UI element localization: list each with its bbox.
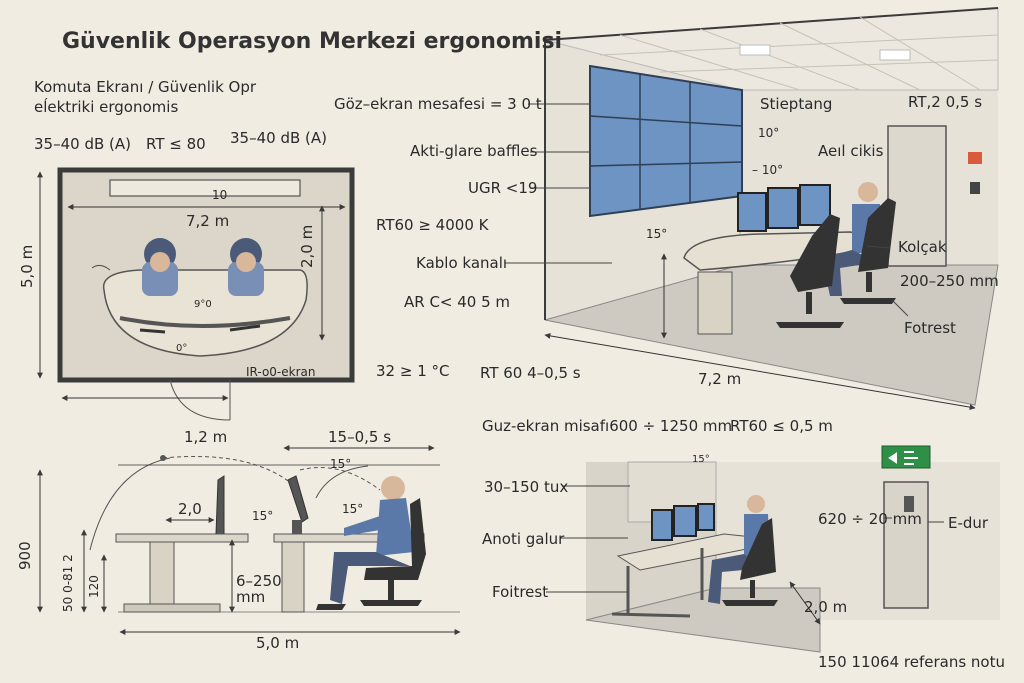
label-ugr: UGR <19: [468, 179, 538, 197]
elevation-top-dim: 15–0,5 s: [328, 428, 392, 446]
plan-door-swing: [169, 379, 231, 421]
label-armrest-dim: 200–250 mm: [900, 272, 999, 290]
plan-bottom-dim: 1,2 m: [184, 428, 228, 446]
label-armrest: Kolçak: [898, 238, 947, 256]
floor-plan: [37, 167, 355, 421]
plan-screen-label: IR-o0-ekran: [246, 365, 316, 379]
plan-rt-left: RT ≤ 80: [146, 135, 206, 153]
small-room-door-dim: 620 ÷ 20 mm: [818, 510, 922, 528]
elevation-height-range: 50 0-81 2: [61, 554, 75, 612]
label-anti-glare: Akti-glare baffles: [410, 142, 538, 160]
office-chair: [722, 518, 778, 606]
small-room-door-label: E-dur: [948, 514, 989, 532]
subtitle-line-2: eĺektriki ergonomis: [34, 98, 179, 116]
room-width-label: 7,2 m: [698, 370, 742, 388]
elevation-height-900: 900: [16, 541, 34, 570]
seated-operator: [316, 476, 414, 610]
angle-label: 15°: [252, 509, 274, 523]
label-emergency-exit: Aeıl cikis: [818, 142, 884, 160]
small-room-distance: Guz-ekran misafı600 ÷ 1250 mm: [482, 417, 733, 435]
elevation-desk: [115, 533, 249, 543]
small-room: [546, 445, 1000, 653]
small-room-glare: Anoti galur: [482, 530, 565, 548]
plan-arc-label-1: 9°0: [194, 299, 212, 310]
angle-label: 10°: [758, 126, 780, 140]
elevation-height-120: 120: [87, 575, 101, 598]
plan-height-right: 2,0 m: [298, 224, 316, 268]
elevation-monitor: [287, 475, 309, 523]
small-room-depth: 2,0 m: [804, 598, 848, 616]
side-elevation: [37, 445, 461, 635]
office-chair: [360, 498, 426, 606]
small-room-rt: RT60 ≤ 0,5 m: [730, 417, 833, 435]
subtitle-line-1: Komuta Ekranı / Güvenlik Opr: [34, 78, 257, 96]
plan-height-left: 5,0 m: [18, 244, 36, 288]
angle-label: 15°: [646, 227, 668, 241]
elevation-width-label: 5,0 m: [256, 634, 300, 652]
operator-top-view: [142, 238, 178, 296]
label-temperature: 32 ≥ 1 °C: [376, 362, 450, 380]
label-rt60-temp: RT60 ≥ 4000 K: [376, 216, 489, 234]
angle-label: 15°: [692, 454, 710, 465]
small-room-monitor: [697, 503, 715, 531]
elevation-monitor: [215, 475, 225, 535]
room-monitor: [737, 192, 767, 232]
room-monitor: [799, 184, 831, 226]
plan-arc-label-2: 0°: [176, 343, 188, 354]
plan-wall-label: 10: [212, 188, 228, 202]
label-stieptang: Stieptang: [760, 95, 833, 113]
angle-label: 15°: [330, 457, 352, 471]
label-footrest: Fotrest: [904, 319, 956, 337]
office-chair: [776, 214, 844, 328]
angle-label: – 10°: [752, 163, 784, 177]
room-width-dimension: [544, 332, 976, 411]
label-rt-right: RT,2 0,5 s: [908, 93, 983, 111]
elevation-leg-dim-b: mm: [236, 588, 266, 606]
plan-monitors: [119, 316, 291, 328]
plan-arc: [91, 264, 111, 271]
small-room-lux: 30–150 tux: [484, 478, 569, 496]
room-door: [887, 125, 947, 267]
room-monitor: [767, 187, 799, 229]
office-chair: [840, 198, 896, 304]
small-room-monitor: [651, 509, 673, 541]
operator-top-view: [228, 238, 264, 296]
plan-video-wall: [109, 179, 301, 197]
elevation-dim-20: 2,0: [178, 500, 202, 518]
small-room-monitor: [673, 505, 697, 537]
page-title: Güvenlik Operasyon Merkezi ergonomisi: [62, 29, 563, 54]
plan-noise-left: 35–40 dB (A): [34, 135, 131, 153]
plan-noise-right: 35–40 dB (A): [230, 129, 327, 147]
label-arc: AR C< 40 5 m: [404, 293, 511, 311]
elevation-leg-dim-a: 6–250: [236, 572, 282, 590]
label-rt-bottom: RT 60 4–0,5 s: [480, 364, 581, 382]
label-cable-channel: Kablo kanalı: [416, 254, 508, 272]
footer-reference-note: 150 11064 referans notu: [818, 653, 1005, 671]
room-perspective: [505, 7, 999, 411]
small-room-footrest: Foitrest: [492, 583, 549, 601]
angle-label: 15°: [342, 502, 364, 516]
plan-width-inner: 7,2 m: [186, 212, 230, 230]
label-eye-distance: Göz–ekran mesafesi = 3 0 t: [334, 95, 542, 113]
video-wall: [589, 64, 743, 218]
